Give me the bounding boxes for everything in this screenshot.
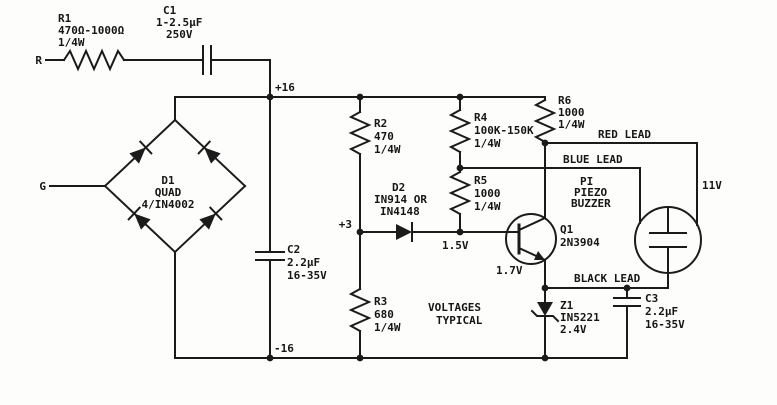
r2-ref: R2 (374, 117, 387, 130)
bridge-diode-icon (199, 206, 223, 230)
red-lead-label: RED LEAD (598, 128, 651, 141)
c1-value: 1-2.5µF (156, 16, 202, 29)
negative-rail: -16 (174, 342, 628, 359)
r3-rating: 1/4W (374, 321, 401, 334)
r6-rating: 1/4W (558, 118, 585, 131)
blue-lead-wire: BLUE LEAD (459, 153, 641, 224)
d1-value: QUAD (155, 186, 182, 199)
red-lead-voltage-label: 11V (702, 179, 722, 192)
d2-value: IN914 OR (374, 193, 427, 206)
c3-rating: 16-35V (645, 318, 685, 331)
d2-ref: D2 (392, 181, 405, 194)
p1-type-line1: PIEZO (574, 186, 607, 199)
blue-lead-label: BLUE LEAD (563, 153, 623, 166)
emitter-voltage-label: 1.7V (496, 264, 523, 277)
resistor-r2: R2 470 1/4W (348, 96, 401, 233)
r4-rating: 1/4W (474, 137, 501, 150)
z1-part: IN5221 (560, 311, 600, 324)
r3-ref: R3 (374, 295, 387, 308)
resistor-r3: R3 680 1/4W (348, 231, 401, 359)
r2-rating: 1/4W (374, 143, 401, 156)
c1-ref: C1 (163, 4, 177, 17)
r6-ref: R6 (558, 94, 572, 107)
capacitor-c1: C1 1-2.5µF 250V (156, 4, 212, 75)
positive-rail-label: +16 (275, 81, 295, 94)
p1-type-line2: BUZZER (571, 197, 611, 210)
c3-value: 2.2µF (645, 305, 678, 318)
bridge-rectifier-d1: D1 QUAD 4/IN4002 (103, 96, 247, 254)
terminal-r: R (35, 54, 65, 67)
zener-z1: Z1 IN5221 2.4V (530, 287, 600, 359)
terminal-g-label: G (39, 180, 46, 193)
wire-c1-to-rail (210, 59, 271, 98)
d1-part: 4/IN4002 (142, 198, 195, 211)
r1-rating: 1/4W (58, 36, 85, 49)
resistor-r1: R1 470Ω-1000Ω 1/4W (58, 12, 126, 72)
d1-ref: D1 (161, 174, 175, 187)
emitter-arrow-icon (534, 251, 545, 260)
c2-rating: 16-35V (287, 269, 327, 282)
bridge-diode-icon (197, 140, 221, 164)
bridge-diode-icon (127, 206, 151, 230)
resistor-r5: R5 1000 1/4W (448, 167, 501, 233)
r1-value: 470Ω-1000Ω (58, 24, 125, 37)
bridge-diode-icon (129, 140, 153, 164)
z1-value: 2.4V (560, 323, 587, 336)
r2-value: 470 (374, 130, 394, 143)
voltages-note: VOLTAGES TYPICAL (428, 301, 483, 327)
r5-rating: 1/4W (474, 200, 501, 213)
q1-ref: Q1 (560, 223, 574, 236)
r4-ref: R4 (474, 111, 488, 124)
r5-ref: R5 (474, 174, 487, 187)
red-lead-wire: RED LEAD (544, 128, 698, 226)
note-line1: VOLTAGES (428, 301, 481, 314)
black-lead-label: BLACK LEAD (574, 272, 641, 285)
bias-node-label: +3 (339, 218, 352, 231)
z1-ref: Z1 (560, 299, 574, 312)
base-voltage-label: 1.5V (442, 239, 469, 252)
resistor-r4: R4 100K-150K 1/4W (448, 96, 534, 169)
d2-part: IN4148 (380, 205, 420, 218)
c2-ref: C2 (287, 243, 300, 256)
negative-rail-label: -16 (274, 342, 294, 355)
c3-ref: C3 (645, 292, 658, 305)
r6-value: 1000 (558, 106, 585, 119)
r5-value: 1000 (474, 187, 501, 200)
capacitor-c2: C2 2.2µF 16-35V (255, 96, 327, 359)
capacitor-c3: C3 2.2µF 16-35V (613, 287, 685, 359)
r3-value: 680 (374, 308, 394, 321)
junction-dots (266, 93, 631, 362)
r4-value: 100K-150K (474, 124, 534, 137)
note-line2: TYPICAL (436, 314, 483, 327)
p1-ref: PI (580, 175, 593, 188)
r1-ref: R1 (58, 12, 72, 25)
black-lead-wire: BLACK LEAD (544, 272, 669, 289)
piezo-buzzer-p1: PI PIEZO BUZZER (571, 175, 702, 274)
q1-part: 2N3904 (560, 236, 600, 249)
transistor-q1: Q1 2N3904 1.7V (496, 142, 600, 289)
c1-rating: 250V (166, 28, 193, 41)
diode-d2: D2 IN914 OR IN4148 (359, 181, 509, 242)
terminal-g: G (39, 180, 106, 193)
resistor-r6: R6 1000 1/4W (533, 94, 585, 144)
terminal-r-label: R (35, 54, 42, 67)
c2-value: 2.2µF (287, 256, 320, 269)
